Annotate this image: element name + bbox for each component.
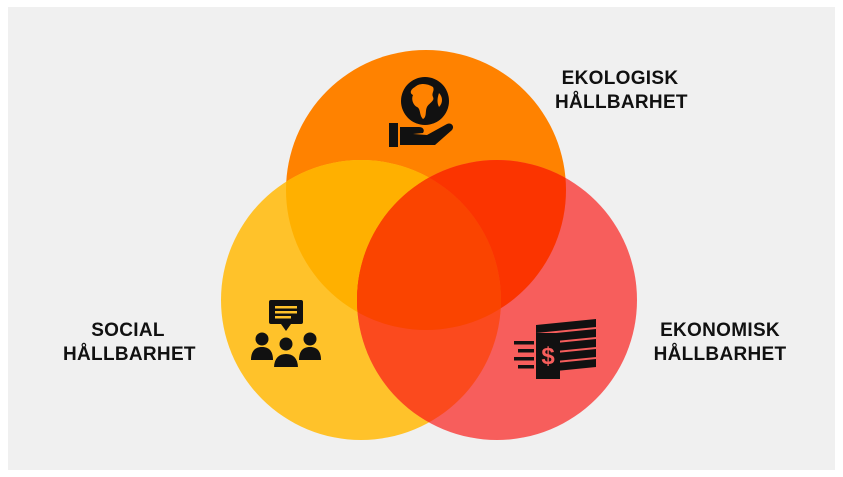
people-speech-bubble-icon [251,300,321,369]
ecological-label-line1: EKOLOGISK [561,68,679,89]
ecological-label-line2: HÅLLBARHET [555,92,688,113]
economic-label-line1: EKONOMISK [660,320,780,341]
overlap-center [357,160,501,330]
money-stack-icon: $ [514,319,596,379]
social-label-line2: HÅLLBARHET [63,344,196,365]
ecological-sustainability-label: EKOLOGISK HÅLLBARHET [555,67,688,115]
svg-text:$: $ [541,343,555,370]
globe-in-hand-icon [389,77,454,147]
economic-label-line2: HÅLLBARHET [653,344,787,365]
economic-sustainability-label: EKONOMISK HÅLLBARHET [645,319,795,367]
social-sustainability-label: SOCIAL HÅLLBARHET [63,319,196,367]
social-label-line1: SOCIAL [91,320,165,341]
venn-diagram: $ [221,50,637,440]
venn-diagram-canvas: $ EKOLOGISK HÅLLBARHET SOCIAL HÅLLBARHET… [8,7,835,470]
